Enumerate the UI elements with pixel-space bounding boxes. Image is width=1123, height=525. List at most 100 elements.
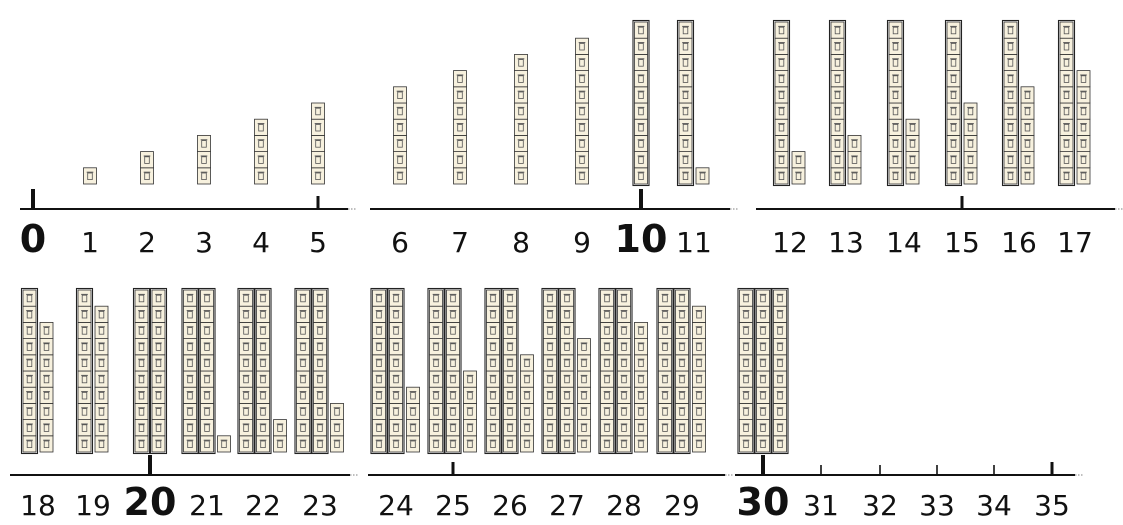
unit-block [515, 87, 528, 103]
unit-block [201, 306, 214, 322]
number-mark: 11 [676, 21, 712, 260]
base-ten-blocks [394, 87, 407, 184]
number-mark: 29 [657, 289, 706, 523]
unit-block [135, 436, 148, 452]
number-mark: 28 [599, 289, 648, 523]
unit-block [454, 168, 467, 184]
unit-block [601, 371, 614, 387]
unit-block [447, 420, 460, 436]
unit-block [693, 355, 706, 371]
unit-block [740, 371, 753, 387]
unit-block [659, 420, 672, 436]
unit-block [430, 436, 443, 452]
unit-block [1004, 54, 1017, 70]
base-ten-blocks [515, 54, 528, 184]
unit-block [740, 436, 753, 452]
base-ten-blocks [888, 21, 920, 186]
unit-block [487, 420, 500, 436]
unit-block [676, 371, 689, 387]
unit-block [561, 322, 574, 338]
unit-block [430, 387, 443, 403]
unit-block [152, 355, 165, 371]
unit-block [390, 306, 403, 322]
base-ten-blocks [774, 21, 806, 186]
unit-block [184, 339, 197, 355]
unit-block [521, 403, 534, 419]
unit-block [201, 371, 214, 387]
unit-block [407, 387, 420, 403]
unit-block [1004, 103, 1017, 119]
unit-block [848, 152, 861, 168]
unit-block [947, 103, 960, 119]
unit-block [447, 339, 460, 355]
unit-block [255, 168, 268, 184]
unit-block [521, 355, 534, 371]
unit-block [314, 403, 327, 419]
unit-block [618, 420, 631, 436]
unit-block [561, 355, 574, 371]
unit-block [831, 168, 844, 184]
unit-block [561, 290, 574, 306]
unit-block [331, 420, 344, 436]
unit-block [78, 290, 91, 306]
unit-block [504, 403, 517, 419]
unit-block [601, 387, 614, 403]
unit-block [635, 371, 648, 387]
unit-block [201, 339, 214, 355]
number-mark: 7 [451, 71, 469, 259]
unit-block [775, 22, 788, 38]
unit-block [257, 420, 270, 436]
unit-block [831, 22, 844, 38]
unit-block [152, 322, 165, 338]
unit-block [1077, 119, 1090, 135]
unit-block [198, 168, 211, 184]
unit-block [487, 322, 500, 338]
number-label: 24 [378, 489, 414, 522]
unit-block [831, 103, 844, 119]
unit-block [848, 168, 861, 184]
number-label: 12 [772, 226, 808, 259]
unit-block [394, 168, 407, 184]
unit-block [487, 403, 500, 419]
unit-block [447, 387, 460, 403]
base-ten-blocks [1003, 21, 1035, 186]
unit-block [576, 71, 589, 87]
number-label: 35 [1034, 489, 1070, 522]
unit-block [679, 168, 692, 184]
unit-block [679, 152, 692, 168]
unit-block [544, 306, 557, 322]
unit-block [394, 87, 407, 103]
unit-block [947, 119, 960, 135]
unit-block [740, 339, 753, 355]
unit-block [447, 355, 460, 371]
unit-block [635, 420, 648, 436]
unit-block [257, 355, 270, 371]
number-label: 19 [75, 489, 111, 522]
unit-block [373, 387, 386, 403]
unit-block [373, 290, 386, 306]
unit-block [544, 339, 557, 355]
number-mark: 4 [252, 119, 270, 259]
unit-block [601, 355, 614, 371]
unit-block [521, 387, 534, 403]
unit-block [78, 387, 91, 403]
number-mark: 31 [803, 465, 839, 522]
unit-block [255, 152, 268, 168]
number-label: 5 [309, 226, 327, 259]
number-mark: 15 [944, 21, 980, 260]
unit-block [740, 387, 753, 403]
unit-block [1077, 87, 1090, 103]
unit-block [693, 322, 706, 338]
number-label: 32 [862, 489, 898, 522]
unit-block [740, 290, 753, 306]
base-ten-blocks [599, 289, 648, 454]
unit-block [141, 152, 154, 168]
unit-block [947, 71, 960, 87]
unit-block [544, 371, 557, 387]
unit-block [454, 135, 467, 151]
unit-block [314, 355, 327, 371]
number-mark: 23 [295, 289, 344, 523]
unit-block [659, 403, 672, 419]
unit-block [430, 322, 443, 338]
unit-block [40, 371, 53, 387]
